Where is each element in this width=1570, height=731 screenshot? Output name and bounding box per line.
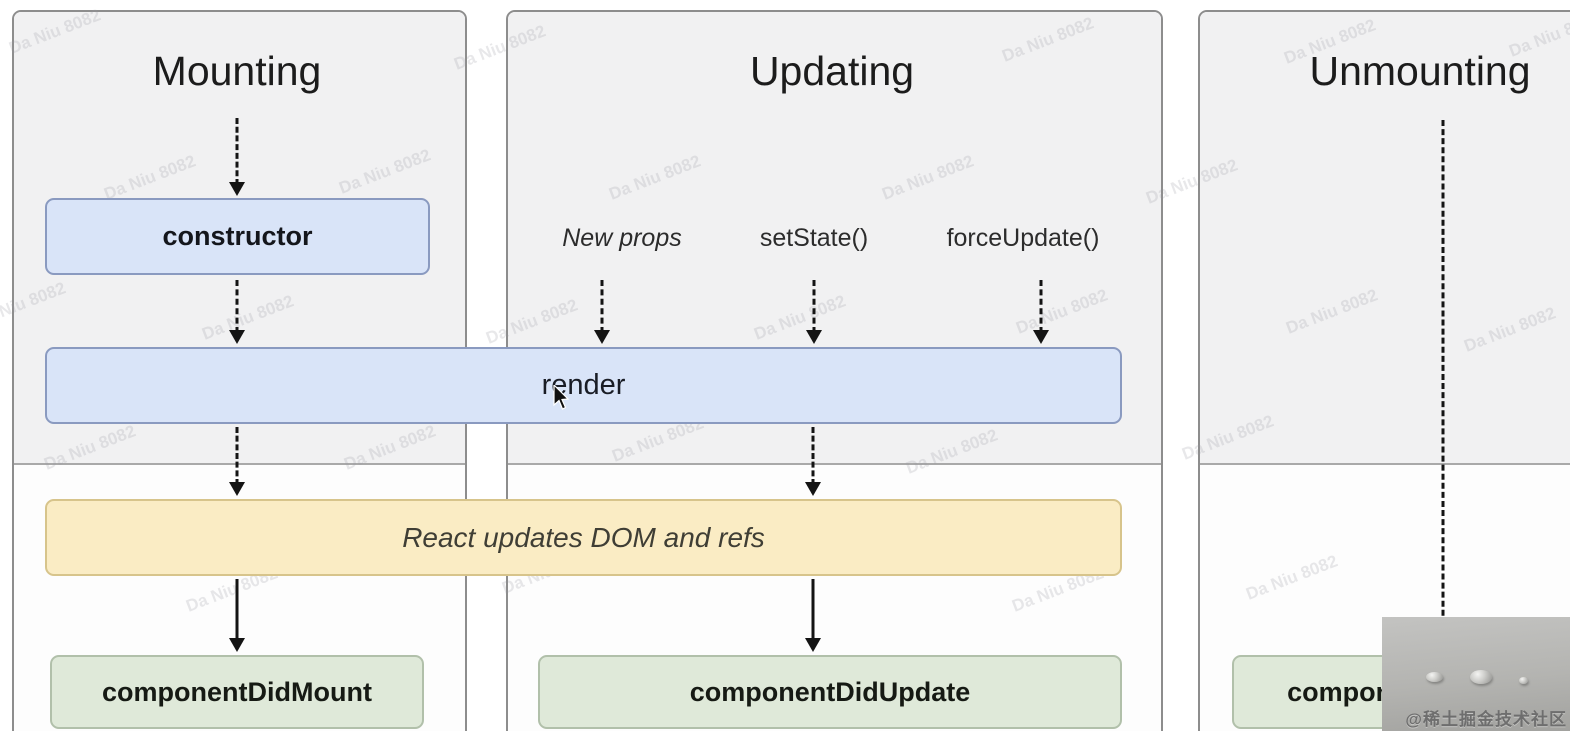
unmounting-panel — [1198, 10, 1570, 731]
video-overlay: @稀土掘金技术社区 — [1382, 617, 1570, 731]
droplet — [1426, 672, 1443, 682]
setstate-label: setState() — [759, 224, 869, 252]
forceupdate-label: forceUpdate() — [946, 224, 1100, 252]
arrow-new-props-to-render — [594, 280, 610, 344]
react-updates-dom-bar: React updates DOM and refs — [45, 499, 1122, 576]
render-box: render — [45, 347, 1122, 424]
arrow-unmounting-to-will-unmount — [1435, 120, 1451, 654]
mouse-cursor-icon — [553, 383, 571, 416]
constructor-box: constructor — [45, 198, 430, 275]
watermark-credit: @稀土掘金技术社区 — [1405, 710, 1567, 729]
component-did-mount-box: componentDidMount — [50, 655, 424, 729]
arrow-title-to-constructor — [229, 118, 245, 196]
arrow-render-to-dom-updating — [805, 427, 821, 496]
arrow-dom-to-did-update — [805, 579, 821, 652]
new-props-label: New props — [562, 224, 682, 252]
updating-title: Updating — [749, 48, 915, 94]
arrow-forceupdate-to-render — [1033, 280, 1049, 344]
droplet — [1519, 677, 1528, 684]
arrow-constructor-to-render — [229, 280, 245, 344]
arrow-dom-to-did-mount — [229, 579, 245, 652]
arrow-setstate-to-render — [806, 280, 822, 344]
component-did-update-box: componentDidUpdate — [538, 655, 1122, 729]
unmounting-render-phase-region — [1200, 12, 1570, 465]
droplet — [1470, 670, 1492, 684]
mounting-title: Mounting — [152, 48, 322, 94]
unmounting-title: Unmounting — [1309, 48, 1531, 94]
arrow-render-to-dom-mounting — [229, 427, 245, 496]
